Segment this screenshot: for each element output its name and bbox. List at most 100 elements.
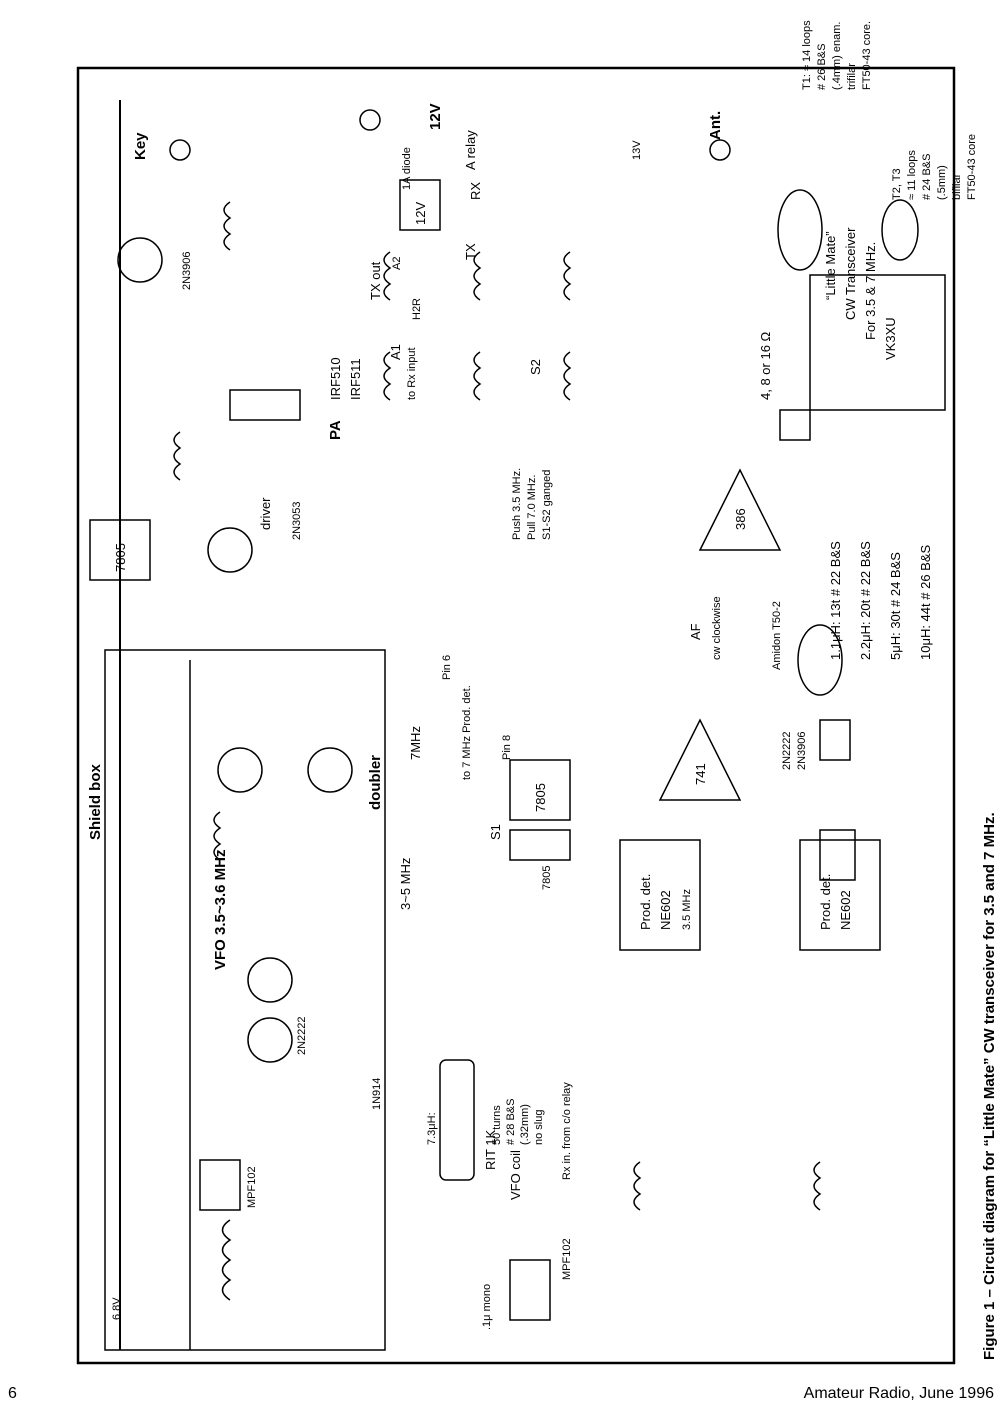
- trans-type-1: 2N2222: [781, 731, 793, 770]
- page-number: 6: [8, 1385, 17, 1402]
- t2t3-note-1: T2, T3: [891, 168, 903, 200]
- regulator-7805-aux: [509, 829, 571, 861]
- t1-note-5: FT50-43 core.: [861, 21, 873, 90]
- t1-toroid: [777, 189, 823, 271]
- lpf-35-coil-2: [473, 351, 482, 401]
- t2t3-note-4: (.5mm): [936, 165, 948, 200]
- keyer-transistor: [117, 237, 163, 283]
- prod-det-label-1: Prod. det.: [638, 874, 653, 930]
- mhz7-label: 7MHz: [408, 726, 423, 760]
- mpf102-pinout: [509, 1259, 551, 1321]
- vfo-coil-spec-4: (.32mm): [519, 1104, 531, 1145]
- shield-box-label: Shield box: [87, 764, 104, 841]
- speaker-label: 4, 8 or 16 Ω: [758, 331, 773, 400]
- to-7mhz-label: to 7 MHz Prod. det.: [461, 685, 473, 780]
- t1-transformer: [213, 811, 222, 861]
- diode2-label: 1A diode: [401, 147, 413, 190]
- title-line-1: “Little Mate”: [823, 231, 838, 300]
- rit-label: RIT 1K: [483, 1129, 498, 1170]
- a2-label: A2: [391, 257, 403, 270]
- ant-label: Ant.: [707, 111, 724, 140]
- driver-transistor: [207, 527, 253, 573]
- diagram-frame: [76, 66, 956, 1365]
- trans-type-2: 2N3906: [796, 731, 808, 770]
- lpf-7-coil-1: [383, 251, 392, 301]
- mhz35b-label: 3~5 MHz: [398, 858, 413, 910]
- vfo-coil-spec-5: no slug: [533, 1110, 545, 1145]
- inductor-note-2: 2.2μH: 20t # 22 B&S: [858, 541, 873, 660]
- a1-label: A1: [388, 344, 403, 360]
- cw-label: cw clockwise: [711, 596, 723, 660]
- key-label: Key: [132, 132, 149, 160]
- inductor-note-4: 10μH: 44t # 26 B&S: [918, 544, 933, 660]
- ic741-amp: [658, 718, 742, 801]
- supply-jack: [359, 109, 381, 131]
- t2t3-note-6: FT50-43 core: [966, 134, 978, 200]
- tx-label: TX: [463, 243, 478, 260]
- regulator-7805-rx: [509, 759, 571, 821]
- t2-t3-toroid: [881, 199, 919, 261]
- switch-note-2: Pull 7.0 MHz.: [526, 475, 538, 540]
- mpf102-label: MPF102: [246, 1166, 258, 1208]
- t3-transformer: [223, 201, 232, 251]
- buffer-transistor-2: [247, 957, 293, 1003]
- relay-label: A relay: [463, 130, 478, 170]
- inductor-note-1: 1.1μH: 13t # 22 B&S: [828, 541, 843, 660]
- title-line-4: VK3XU: [883, 317, 898, 360]
- reg1-label: 7805: [113, 543, 128, 572]
- q2n3053-label: 2N3053: [291, 501, 303, 540]
- q2n2222-label: 2N2222: [296, 1016, 308, 1055]
- t2-transformer: [173, 431, 182, 481]
- reg2-label: 7805: [533, 783, 548, 812]
- switch-note-3: S1-S2 ganged: [541, 470, 553, 540]
- vfo-coil-spec-3: # 28 B&S: [505, 1099, 517, 1145]
- rx-in-label: Rx in. from c/o relay: [561, 1082, 573, 1180]
- t1-note-2: # 26 B&S: [816, 44, 828, 90]
- tx-out-label: TX out: [368, 261, 383, 300]
- af-label: AF: [688, 623, 703, 640]
- vfo-jfet: [199, 1159, 241, 1211]
- speaker-icon: [779, 409, 811, 441]
- relay-coil: [399, 179, 441, 231]
- title-line-3: For 3.5 & 7 MHz.: [863, 242, 878, 340]
- diode-label: 1N914: [371, 1078, 383, 1110]
- input-filter-7: [813, 1161, 822, 1211]
- doubler-transistor-1: [217, 747, 263, 793]
- mhz35-label: 3.5 MHz: [681, 889, 693, 930]
- lpf-35-coil-3: [563, 351, 572, 401]
- title-line-2: CW Transceiver: [843, 227, 858, 320]
- title-box: [809, 274, 946, 411]
- t2t3-note-3: # 24 B&S: [921, 154, 933, 200]
- inductor-note-3: 5μH: 30t # 24 B&S: [888, 552, 903, 660]
- mpf102-pinout-label: MPF102: [561, 1238, 573, 1280]
- vfo-coil-spec-2: 50 turns: [491, 1105, 503, 1145]
- doubler-label: doubler: [367, 755, 384, 810]
- input-filter-35: [633, 1161, 642, 1211]
- pa-label: PA: [327, 420, 344, 440]
- t1-note-1: T1: ≈ 14 loops: [801, 20, 813, 90]
- schematic-body: Shield box VFO 3.5~3.6 MHz MPF102 2N2222…: [87, 20, 978, 1351]
- to-rx-label: to Rx input: [406, 347, 418, 400]
- switch-note-1: Push 3.5 MHz.: [511, 468, 523, 540]
- vfo-coil-label: VFO coil: [508, 1150, 523, 1200]
- figure-caption: Figure 1 – Circuit diagram for “Little M…: [981, 812, 998, 1360]
- ic386-label: 386: [733, 508, 748, 530]
- irf-label-1: IRF510: [328, 357, 343, 400]
- shield-box: [104, 649, 386, 1351]
- q2n3906-label: 2N3906: [181, 251, 193, 290]
- doubler-transistor-2: [307, 747, 353, 793]
- transistor-pinout-2: [819, 719, 851, 761]
- t1-note-4: trifilar: [846, 63, 858, 90]
- toroid-t50: [797, 624, 843, 696]
- lpf-7-coil-3: [563, 251, 572, 301]
- h2r-label: H2R: [411, 298, 423, 320]
- zener-label: 6.8V: [111, 1297, 123, 1320]
- pa-mosfet: [229, 389, 301, 421]
- rx-label: RX: [468, 182, 483, 200]
- t2t3-note-2: ≈ 11 loops: [906, 150, 918, 200]
- vfo-coil-form: [439, 1059, 475, 1181]
- vfo-coil-symbol: [221, 1219, 232, 1301]
- t2t3-note-5: bifilar: [951, 173, 963, 200]
- t1-note-3: (.4mm) enam.: [831, 22, 843, 90]
